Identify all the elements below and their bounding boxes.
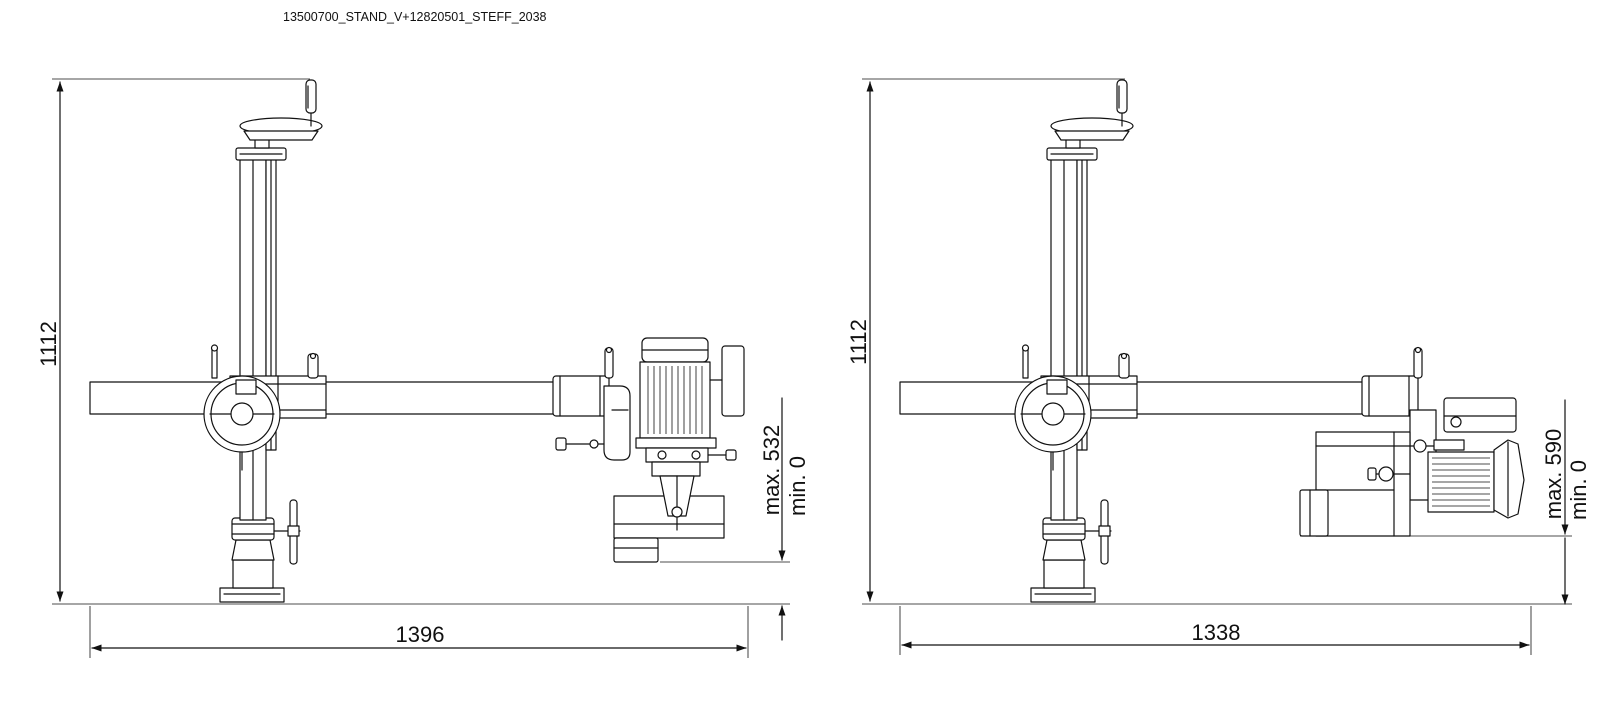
height-dimension-label: 1112 — [846, 319, 871, 365]
feeder-unit — [552, 337, 745, 563]
stand-column — [235, 79, 323, 521]
feeder-unit — [1299, 346, 1525, 537]
stand-base — [1030, 499, 1112, 603]
range-max-label: max. 590 — [1541, 429, 1566, 520]
dimension-lines — [52, 78, 790, 658]
height-dimension-label: 1112 — [36, 321, 61, 367]
dimension-lines — [862, 78, 1572, 655]
range-min-label: min. 0 — [1566, 460, 1591, 520]
width-dimension-label: 1396 — [396, 622, 445, 647]
view-left: 1112 1396 max. 532 min. 0 — [36, 78, 810, 658]
range-min-label: min. 0 — [785, 456, 810, 516]
width-dimension-label: 1338 — [1192, 620, 1241, 645]
stand-base — [219, 499, 301, 603]
horizontal-arm — [899, 344, 1369, 471]
drawing-title: 13500700_STAND_V+12820501_STEFF_2038 — [283, 10, 547, 24]
view-right: 1112 1338 max. 590 min. 0 — [846, 78, 1591, 655]
range-max-label: max. 532 — [759, 425, 784, 516]
stand-column — [1046, 79, 1134, 521]
horizontal-arm — [89, 344, 573, 471]
